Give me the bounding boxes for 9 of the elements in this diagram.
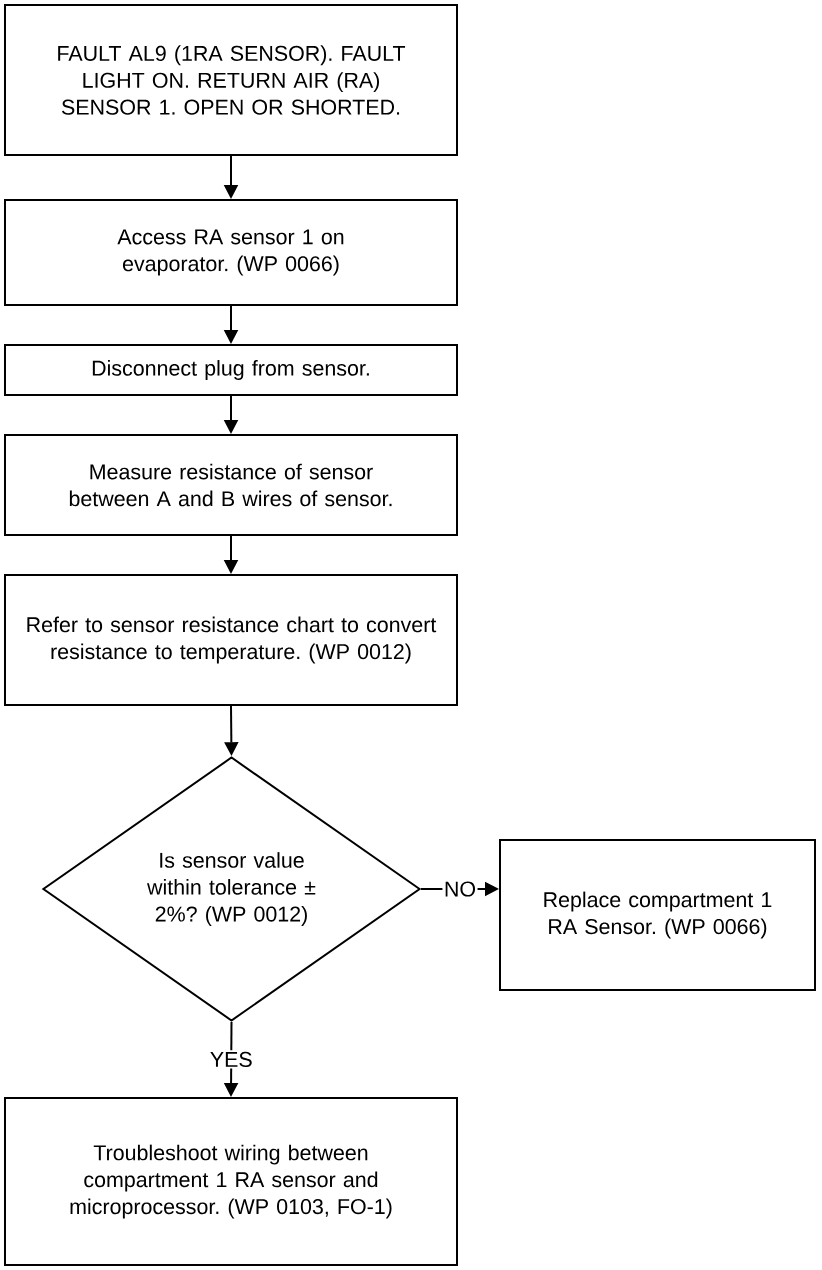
process-box: Measure resistance of sensor between A and B wires of sensor.: [4, 434, 458, 536]
process-box: Refer to sensor resistance chart to convert resistance to temperature. (WP 0012): [4, 574, 458, 706]
edge-label: YES: [208, 1050, 255, 1069]
process-box: Access RA sensor 1 on evaporator. (WP 0066): [4, 199, 458, 306]
edge-label: NO: [442, 879, 478, 899]
process-box: FAULT AL9 (1RA SENSOR). FAULT LIGHT ON. RETURN AIR (RA) SENSOR 1. OPEN OR SHORTED.: [4, 4, 458, 156]
process-box: Disconnect plug from sensor.: [4, 344, 458, 396]
process-box: Replace compartment 1 RA Sensor. (WP 0066): [499, 839, 816, 991]
process-box: Troubleshoot wiring between compartment 1 RA sensor and microprocessor. (WP 0103, FO-1): [4, 1097, 458, 1266]
